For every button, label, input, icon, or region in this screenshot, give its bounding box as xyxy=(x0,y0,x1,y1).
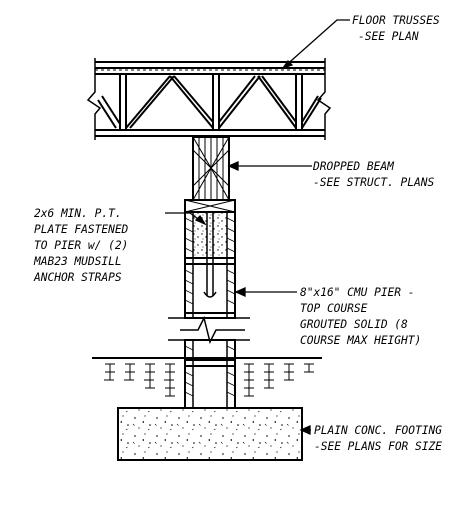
callout-line: 2x6 MIN. P.T. xyxy=(34,207,122,220)
callout-sill-plate: 2x6 MIN. P.T. PLATE FASTENED TO PIER w/ … xyxy=(33,207,129,284)
concrete-footing xyxy=(117,407,303,461)
cmu-pier xyxy=(168,211,250,409)
callout-dropped-beam: DROPPED BEAM -SEE STRUCT. PLANS xyxy=(312,160,435,189)
callout-line: GROUTED SOLID (8 xyxy=(300,318,408,331)
leader-lines xyxy=(165,19,350,436)
callout-line: TO PIER w/ (2) xyxy=(34,239,128,252)
callout-line: PLATE FASTENED xyxy=(34,223,129,236)
callout-line: MAB23 MUDSILL xyxy=(33,255,122,268)
callout-line: ANCHOR STRAPS xyxy=(33,271,122,284)
sill-plate xyxy=(184,199,236,213)
callout-floor-trusses: FLOOR TRUSSES -SEE PLAN xyxy=(352,14,440,43)
callout-footing: PLAIN CONC. FOOTING -SEE PLANS FOR SIZE xyxy=(314,424,442,453)
callout-line: -SEE STRUCT. PLANS xyxy=(313,176,435,189)
callout-line: -SEE PLANS FOR SIZE xyxy=(314,440,442,453)
callout-line: TOP COURSE xyxy=(300,302,368,315)
callout-line: DROPPED BEAM xyxy=(312,160,395,173)
callout-cmu-pier: 8"x16" CMU PIER - TOP COURSE GROUTED SOL… xyxy=(300,286,421,347)
grade-and-soil xyxy=(92,357,322,397)
callout-line: PLAIN CONC. FOOTING xyxy=(314,424,442,437)
callout-line: FLOOR TRUSSES xyxy=(352,14,440,27)
callout-line: -SEE PLAN xyxy=(358,30,419,43)
callout-line: 8"x16" CMU PIER - xyxy=(300,286,415,299)
floor-truss xyxy=(86,58,332,140)
dropped-beam xyxy=(192,136,230,201)
callout-line: COURSE MAX HEIGHT) xyxy=(300,334,421,347)
